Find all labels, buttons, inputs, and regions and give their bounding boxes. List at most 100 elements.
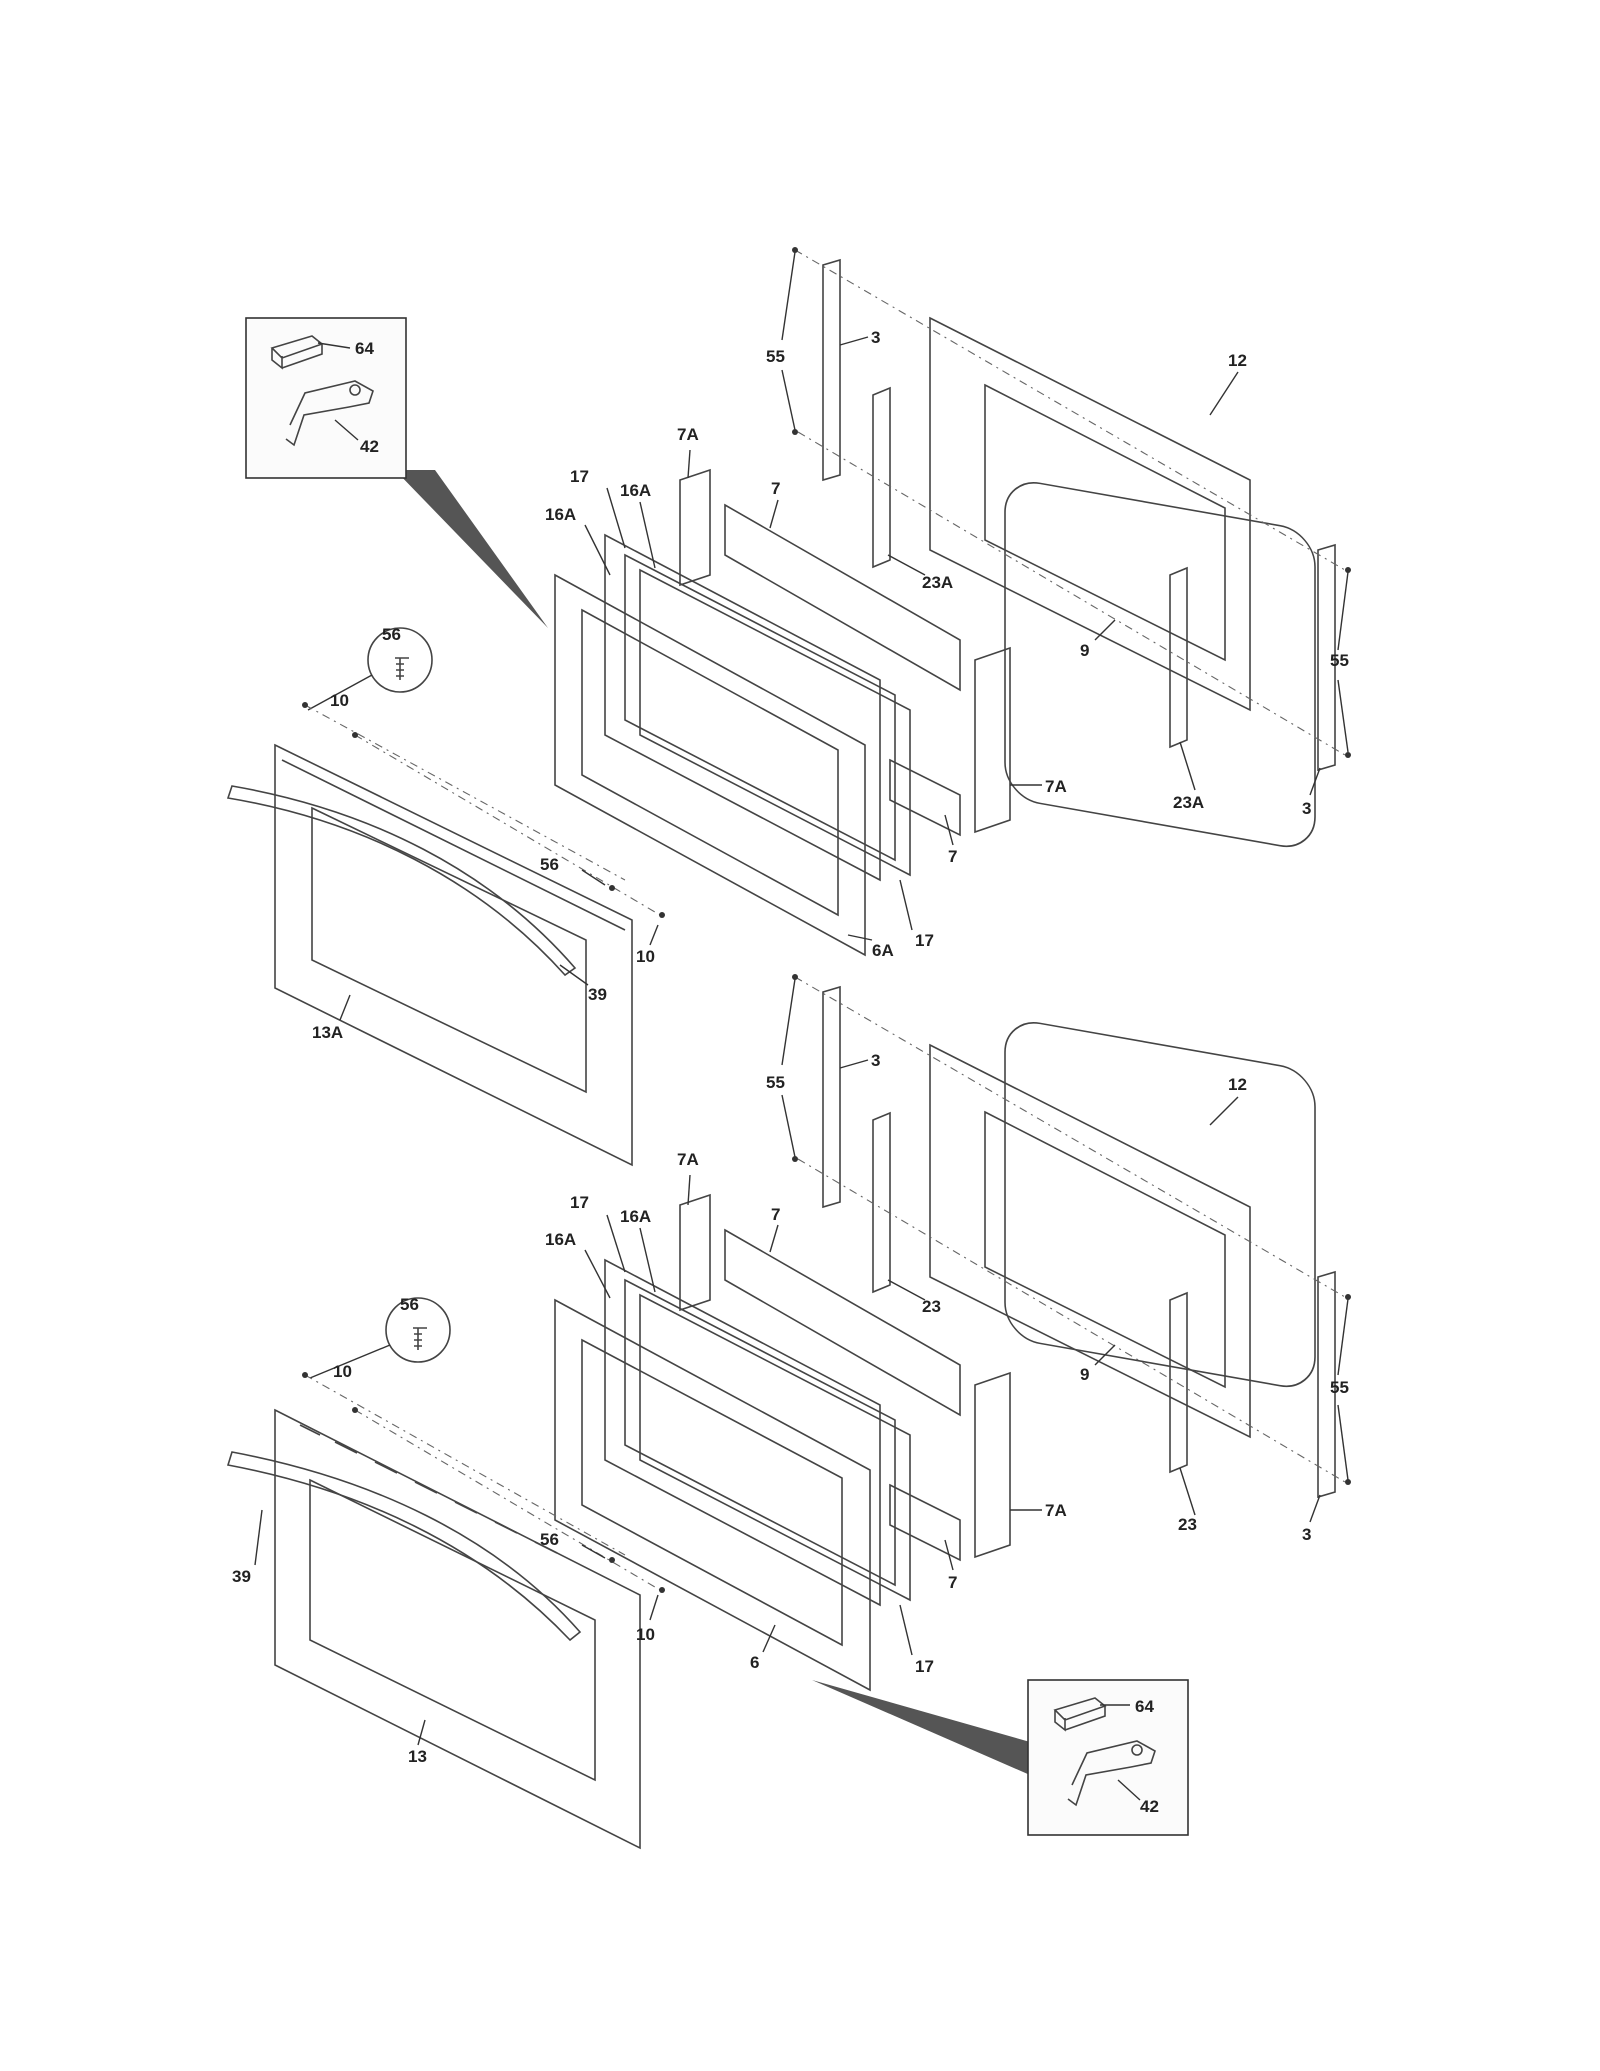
callout-56: 56 bbox=[382, 625, 401, 644]
leader-64 bbox=[317, 342, 351, 349]
leader-55 bbox=[1337, 571, 1349, 651]
leader-17 bbox=[606, 1214, 626, 1273]
callout-12: 12 bbox=[1228, 1075, 1247, 1094]
callout-17: 17 bbox=[915, 931, 934, 950]
leader-39 bbox=[559, 964, 589, 986]
insulation-7A-right bbox=[974, 646, 1011, 834]
callout-39: 39 bbox=[232, 1567, 251, 1586]
lower-outer-door-13 bbox=[226, 1408, 641, 1850]
callout-6: 6 bbox=[750, 1653, 759, 1672]
screw-dot bbox=[792, 1156, 798, 1162]
screw-detail-circle bbox=[367, 627, 433, 693]
leader-3 bbox=[1309, 767, 1321, 796]
glass-16A bbox=[624, 553, 896, 862]
channel-3-right bbox=[1317, 1270, 1336, 1499]
callout-7A: 7A bbox=[1045, 777, 1067, 796]
leader-3 bbox=[839, 336, 869, 346]
callout-7: 7 bbox=[771, 1205, 780, 1224]
callout-17: 17 bbox=[570, 1193, 589, 1212]
hinge-23-left bbox=[872, 1111, 891, 1294]
upper-glass-pack bbox=[604, 533, 911, 882]
callout-56: 56 bbox=[540, 855, 559, 874]
part-42-clip bbox=[1067, 1740, 1156, 1807]
outer-door-vent-strip bbox=[281, 759, 626, 931]
screw-dot bbox=[1345, 567, 1351, 573]
door-liner-window bbox=[984, 383, 1226, 662]
upper-hinges bbox=[872, 386, 1188, 749]
door-liner-9 bbox=[929, 316, 1251, 712]
door-gasket-12 bbox=[1004, 1022, 1316, 1388]
callout-42: 42 bbox=[360, 437, 379, 456]
callout-10: 10 bbox=[333, 1362, 352, 1381]
leader-55 bbox=[781, 978, 796, 1066]
screw-dot bbox=[302, 1372, 308, 1378]
lower-fastener-dots bbox=[302, 974, 1351, 1593]
screw-dot bbox=[609, 885, 615, 891]
door-gasket-12 bbox=[1004, 482, 1316, 848]
upper-liner-and-gasket bbox=[929, 316, 1316, 848]
callout-3: 3 bbox=[871, 328, 880, 347]
callout-17: 17 bbox=[915, 1657, 934, 1676]
inner-door-frame bbox=[554, 1298, 871, 1692]
leader-12 bbox=[1209, 1096, 1239, 1126]
channel-3-left bbox=[822, 985, 841, 1209]
screw-leader bbox=[309, 1344, 391, 1379]
leader-55 bbox=[1337, 1298, 1349, 1376]
callout-17: 17 bbox=[570, 467, 589, 486]
insulation-7A-right bbox=[974, 1371, 1011, 1559]
upper-screw-detail bbox=[307, 627, 433, 711]
channel-3-left bbox=[822, 258, 841, 482]
callout-23A: 23A bbox=[1173, 793, 1204, 812]
leader-42 bbox=[334, 419, 359, 441]
leader-56 bbox=[581, 869, 606, 886]
callout-7: 7 bbox=[771, 479, 780, 498]
callout-10: 10 bbox=[636, 947, 655, 966]
outer-door-vent-slots bbox=[299, 1424, 558, 1554]
screw-dot bbox=[792, 974, 798, 980]
lower-screw-detail bbox=[309, 1297, 451, 1379]
glass-17-front bbox=[604, 1258, 881, 1607]
callout-16A: 16A bbox=[620, 481, 651, 500]
inset-frame bbox=[245, 317, 407, 479]
inset-frame bbox=[1027, 1679, 1189, 1836]
lower-handle-39 bbox=[226, 1451, 582, 1642]
callout-23: 23 bbox=[922, 1297, 941, 1316]
leader-17 bbox=[899, 879, 913, 931]
leader-23 bbox=[1179, 1467, 1196, 1516]
door-liner-window bbox=[984, 1110, 1226, 1389]
leader-7A bbox=[687, 1174, 691, 1206]
callout-16A: 16A bbox=[545, 505, 576, 524]
insulation-7-bottom bbox=[889, 1483, 961, 1562]
screw-dot bbox=[352, 1407, 358, 1413]
upper-handle-39 bbox=[226, 785, 577, 977]
upper-channels bbox=[822, 258, 1336, 772]
insulation-7-top bbox=[724, 1228, 961, 1417]
insulation-7A-left bbox=[679, 1193, 711, 1312]
leader-7 bbox=[944, 814, 954, 846]
callout-55: 55 bbox=[766, 1073, 785, 1092]
callout-7A: 7A bbox=[677, 1150, 699, 1169]
lower-channels bbox=[822, 985, 1336, 1499]
part-42-clip bbox=[285, 380, 374, 447]
glass-17-rear bbox=[639, 1293, 911, 1602]
leader-55 bbox=[1337, 1404, 1349, 1481]
leader-56 bbox=[581, 1544, 606, 1559]
leader-16A bbox=[584, 524, 611, 576]
leader-13 bbox=[417, 1719, 426, 1746]
callout-42: 42 bbox=[1140, 1797, 1159, 1816]
callout-10: 10 bbox=[330, 691, 349, 710]
leader-23A bbox=[1179, 741, 1196, 791]
leader-7 bbox=[769, 1224, 779, 1253]
screw-dot bbox=[792, 429, 798, 435]
callout-3: 3 bbox=[871, 1051, 880, 1070]
callout-12: 12 bbox=[1228, 351, 1247, 370]
align-line bbox=[794, 976, 1346, 1298]
leader-7 bbox=[769, 499, 779, 529]
leader-55 bbox=[1337, 679, 1349, 753]
upper-hardware-inset bbox=[245, 317, 548, 628]
screw-dot bbox=[609, 1557, 615, 1563]
leader-42 bbox=[1117, 1779, 1141, 1801]
lower-leaders bbox=[254, 978, 1349, 1801]
part-42-hole bbox=[349, 384, 361, 396]
callout-23: 23 bbox=[1178, 1515, 1197, 1534]
